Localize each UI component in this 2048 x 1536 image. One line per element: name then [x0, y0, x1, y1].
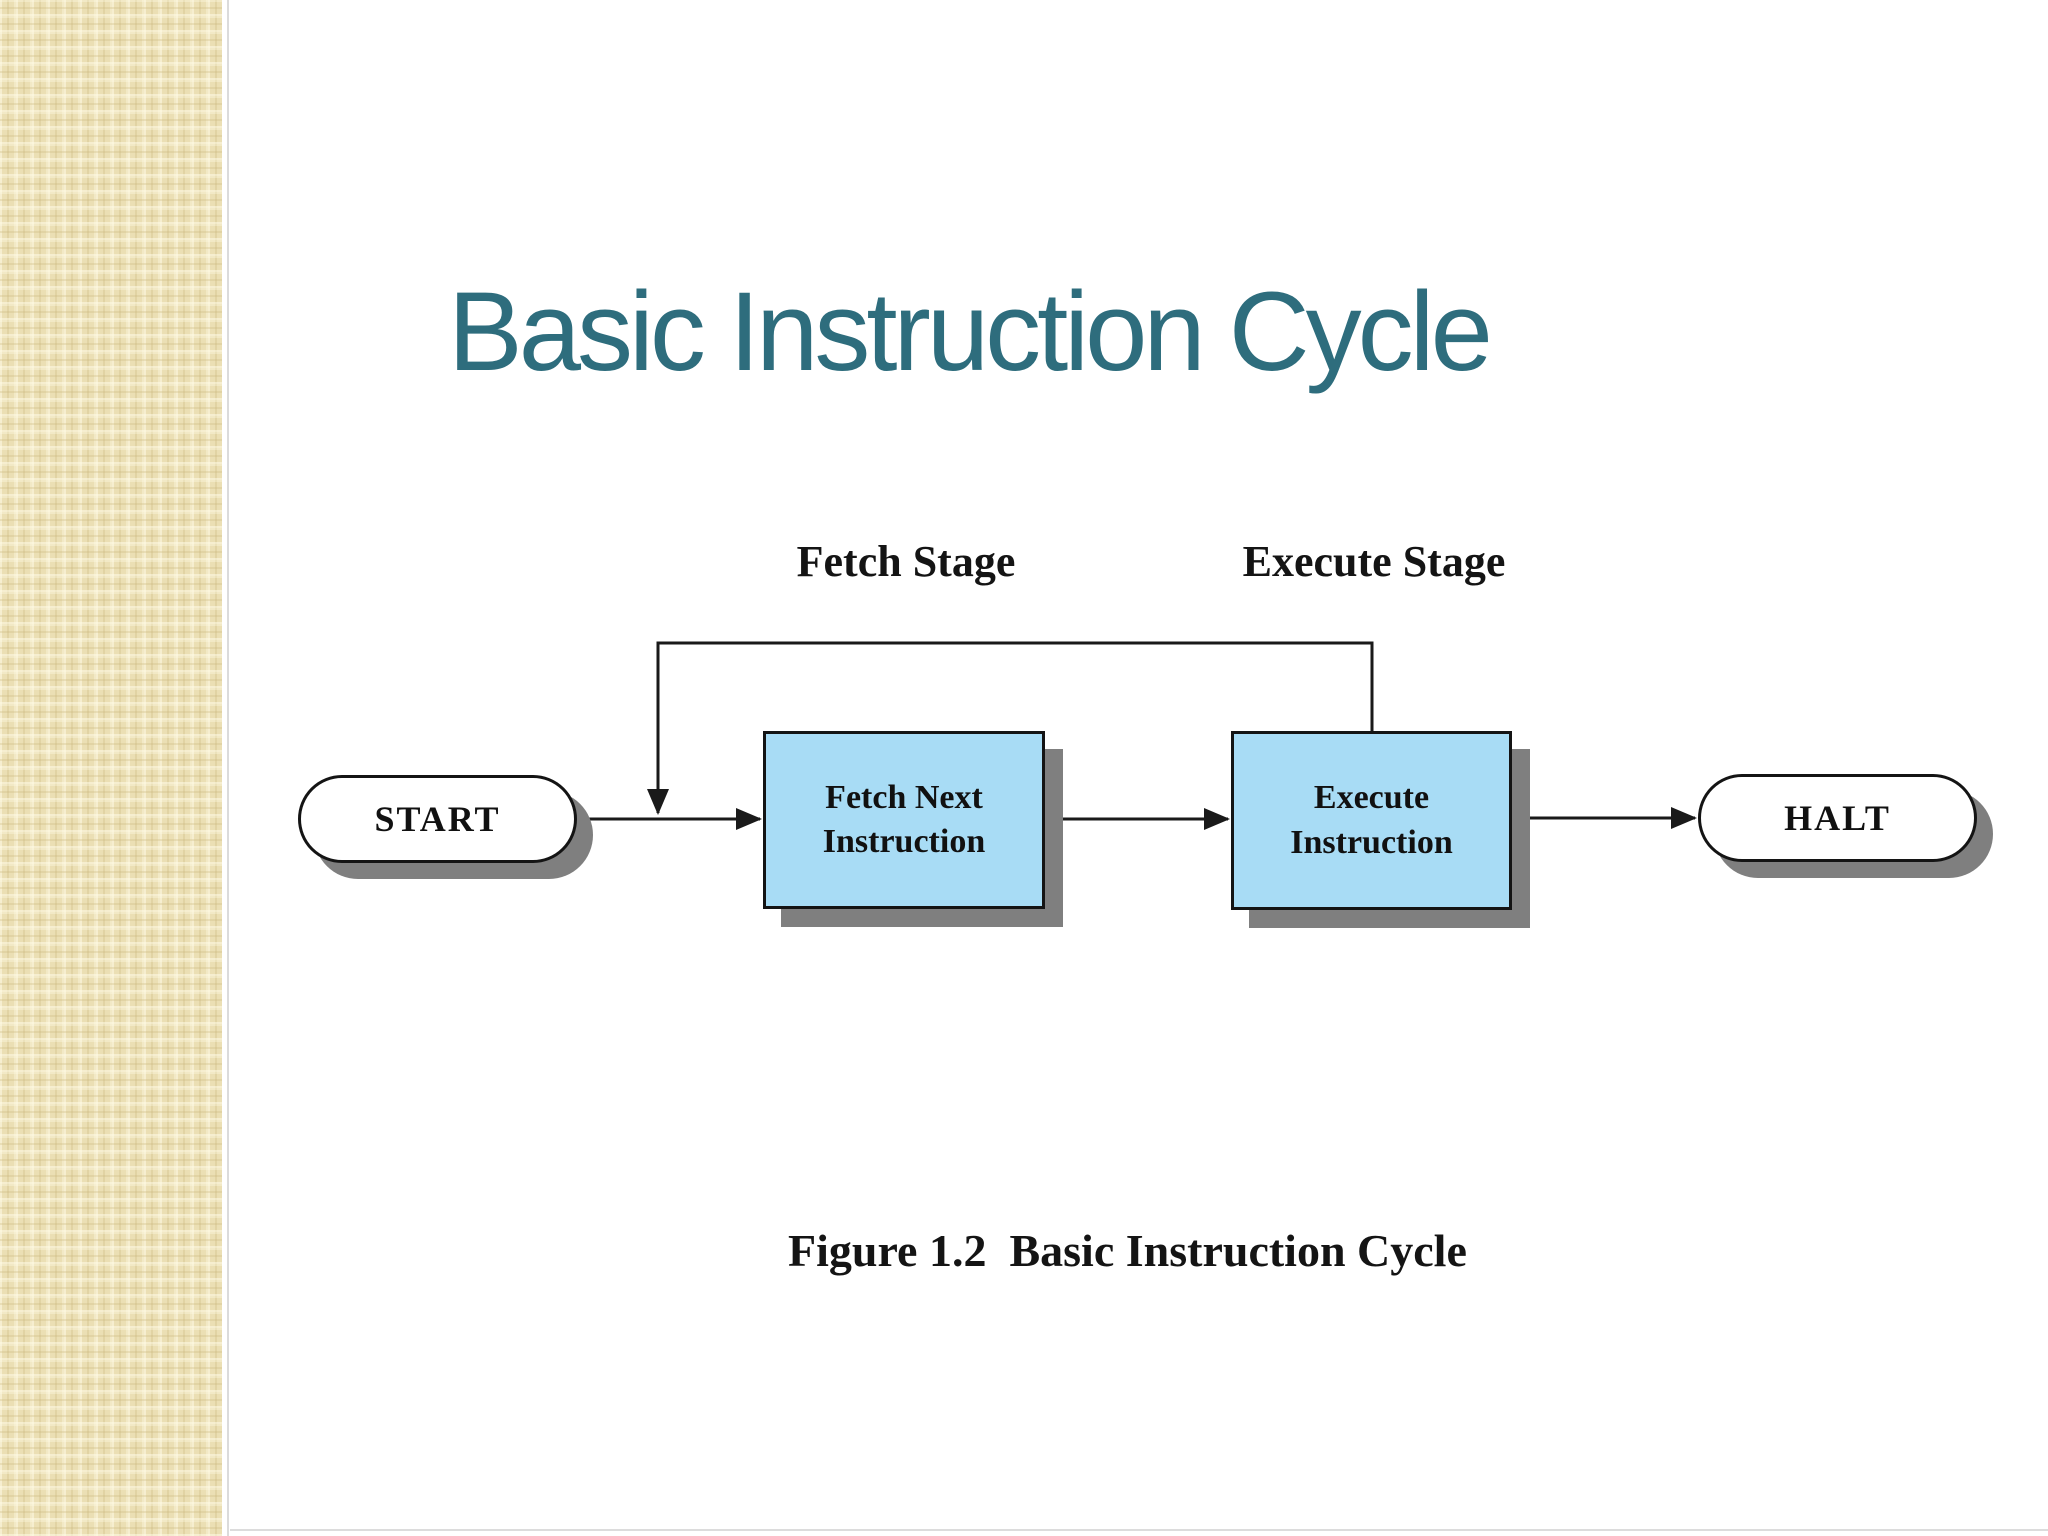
fetch-stage-label: Fetch Stage	[796, 537, 1016, 586]
start-terminator-node: START	[298, 775, 577, 863]
slide-sidebar-texture	[0, 0, 222, 1536]
fetch-next-instruction-node: Fetch Next Instruction	[763, 731, 1045, 909]
start-node-label: START	[374, 799, 501, 839]
figure-caption: Figure 1.2 Basic Instruction Cycle	[788, 1225, 1467, 1276]
execute-instruction-node: Execute Instruction	[1231, 731, 1512, 910]
sidebar-separator-line	[227, 0, 229, 1536]
halt-node-label: HALT	[1784, 798, 1891, 838]
slide-title: Basic Instruction Cycle	[448, 269, 1493, 395]
execute-node-label: Execute Instruction	[1290, 779, 1453, 861]
fetch-node-label: Fetch Next Instruction	[822, 778, 986, 860]
execute-stage-label: Execute Stage	[1242, 537, 1506, 586]
slide-bottom-rule	[230, 1529, 2048, 1531]
halt-terminator-node: HALT	[1698, 774, 1977, 862]
